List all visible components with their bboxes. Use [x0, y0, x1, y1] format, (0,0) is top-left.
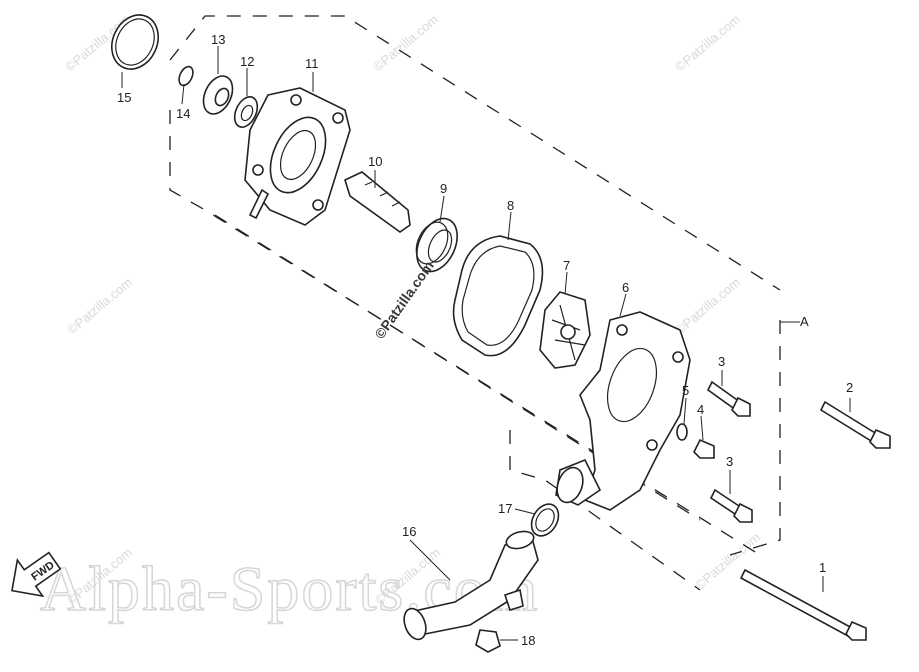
- gasket-8: [452, 235, 544, 357]
- watermark-2: ©Patzilla.com: [370, 12, 441, 75]
- bearing-13: [202, 75, 234, 115]
- callout-12: 12: [240, 54, 254, 69]
- callout-5: 5: [682, 383, 689, 398]
- callout-2: 2: [846, 380, 853, 395]
- water-pipe-16: [403, 530, 539, 641]
- fwd-arrow-icon: FWD: [11, 551, 62, 598]
- callout-7: 7: [563, 258, 570, 273]
- callout-15: 15: [117, 90, 131, 105]
- mechanical-seal-9: [415, 217, 458, 273]
- washer-5: [676, 423, 688, 441]
- shaft-10: [344, 171, 411, 233]
- callout-14: 14: [176, 106, 190, 121]
- callout-18: 18: [521, 633, 535, 648]
- pump-housing-11: [244, 87, 351, 226]
- plug-18: [475, 629, 501, 653]
- callout-A: A: [800, 314, 809, 329]
- callout-labels: 15 14 13 12 11 10 9 8 7 6 A 3 2 5 4 3 1 …: [117, 32, 853, 648]
- callout-4: 4: [697, 402, 704, 417]
- bolt-1: [739, 568, 867, 641]
- callout-17: 17: [498, 501, 512, 516]
- bolt-4: [693, 438, 715, 459]
- watermark-4: ©Patzilla.com: [64, 275, 135, 338]
- o-ring-15: [111, 14, 159, 70]
- seal-12: [233, 96, 259, 128]
- callout-10: 10: [368, 154, 382, 169]
- watermark-3: ©Patzilla.com: [672, 12, 743, 75]
- callout-8: 8: [507, 198, 514, 213]
- circlip-14: [178, 65, 194, 87]
- callout-3b: 3: [726, 454, 733, 469]
- callout-11: 11: [305, 56, 319, 71]
- watermark-group: ©Patzilla.com ©Patzilla.com ©Patzilla.co…: [62, 12, 763, 608]
- callout-13: 13: [211, 32, 225, 47]
- callout-3a: 3: [718, 354, 725, 369]
- callout-1: 1: [819, 560, 826, 575]
- bolt-3b: [709, 488, 753, 523]
- center-watermark: ©Patzilla.com: [371, 258, 436, 342]
- watermark-5: ©Patzilla.com: [672, 275, 743, 338]
- callout-6: 6: [622, 280, 629, 295]
- bolt-2: [819, 400, 891, 449]
- impeller-7: [539, 291, 591, 369]
- callout-16: 16: [402, 524, 416, 539]
- callout-9: 9: [440, 181, 447, 196]
- bolt-3a: [706, 380, 751, 417]
- callout-leaders: [121, 46, 851, 641]
- pump-body-6: [555, 311, 691, 511]
